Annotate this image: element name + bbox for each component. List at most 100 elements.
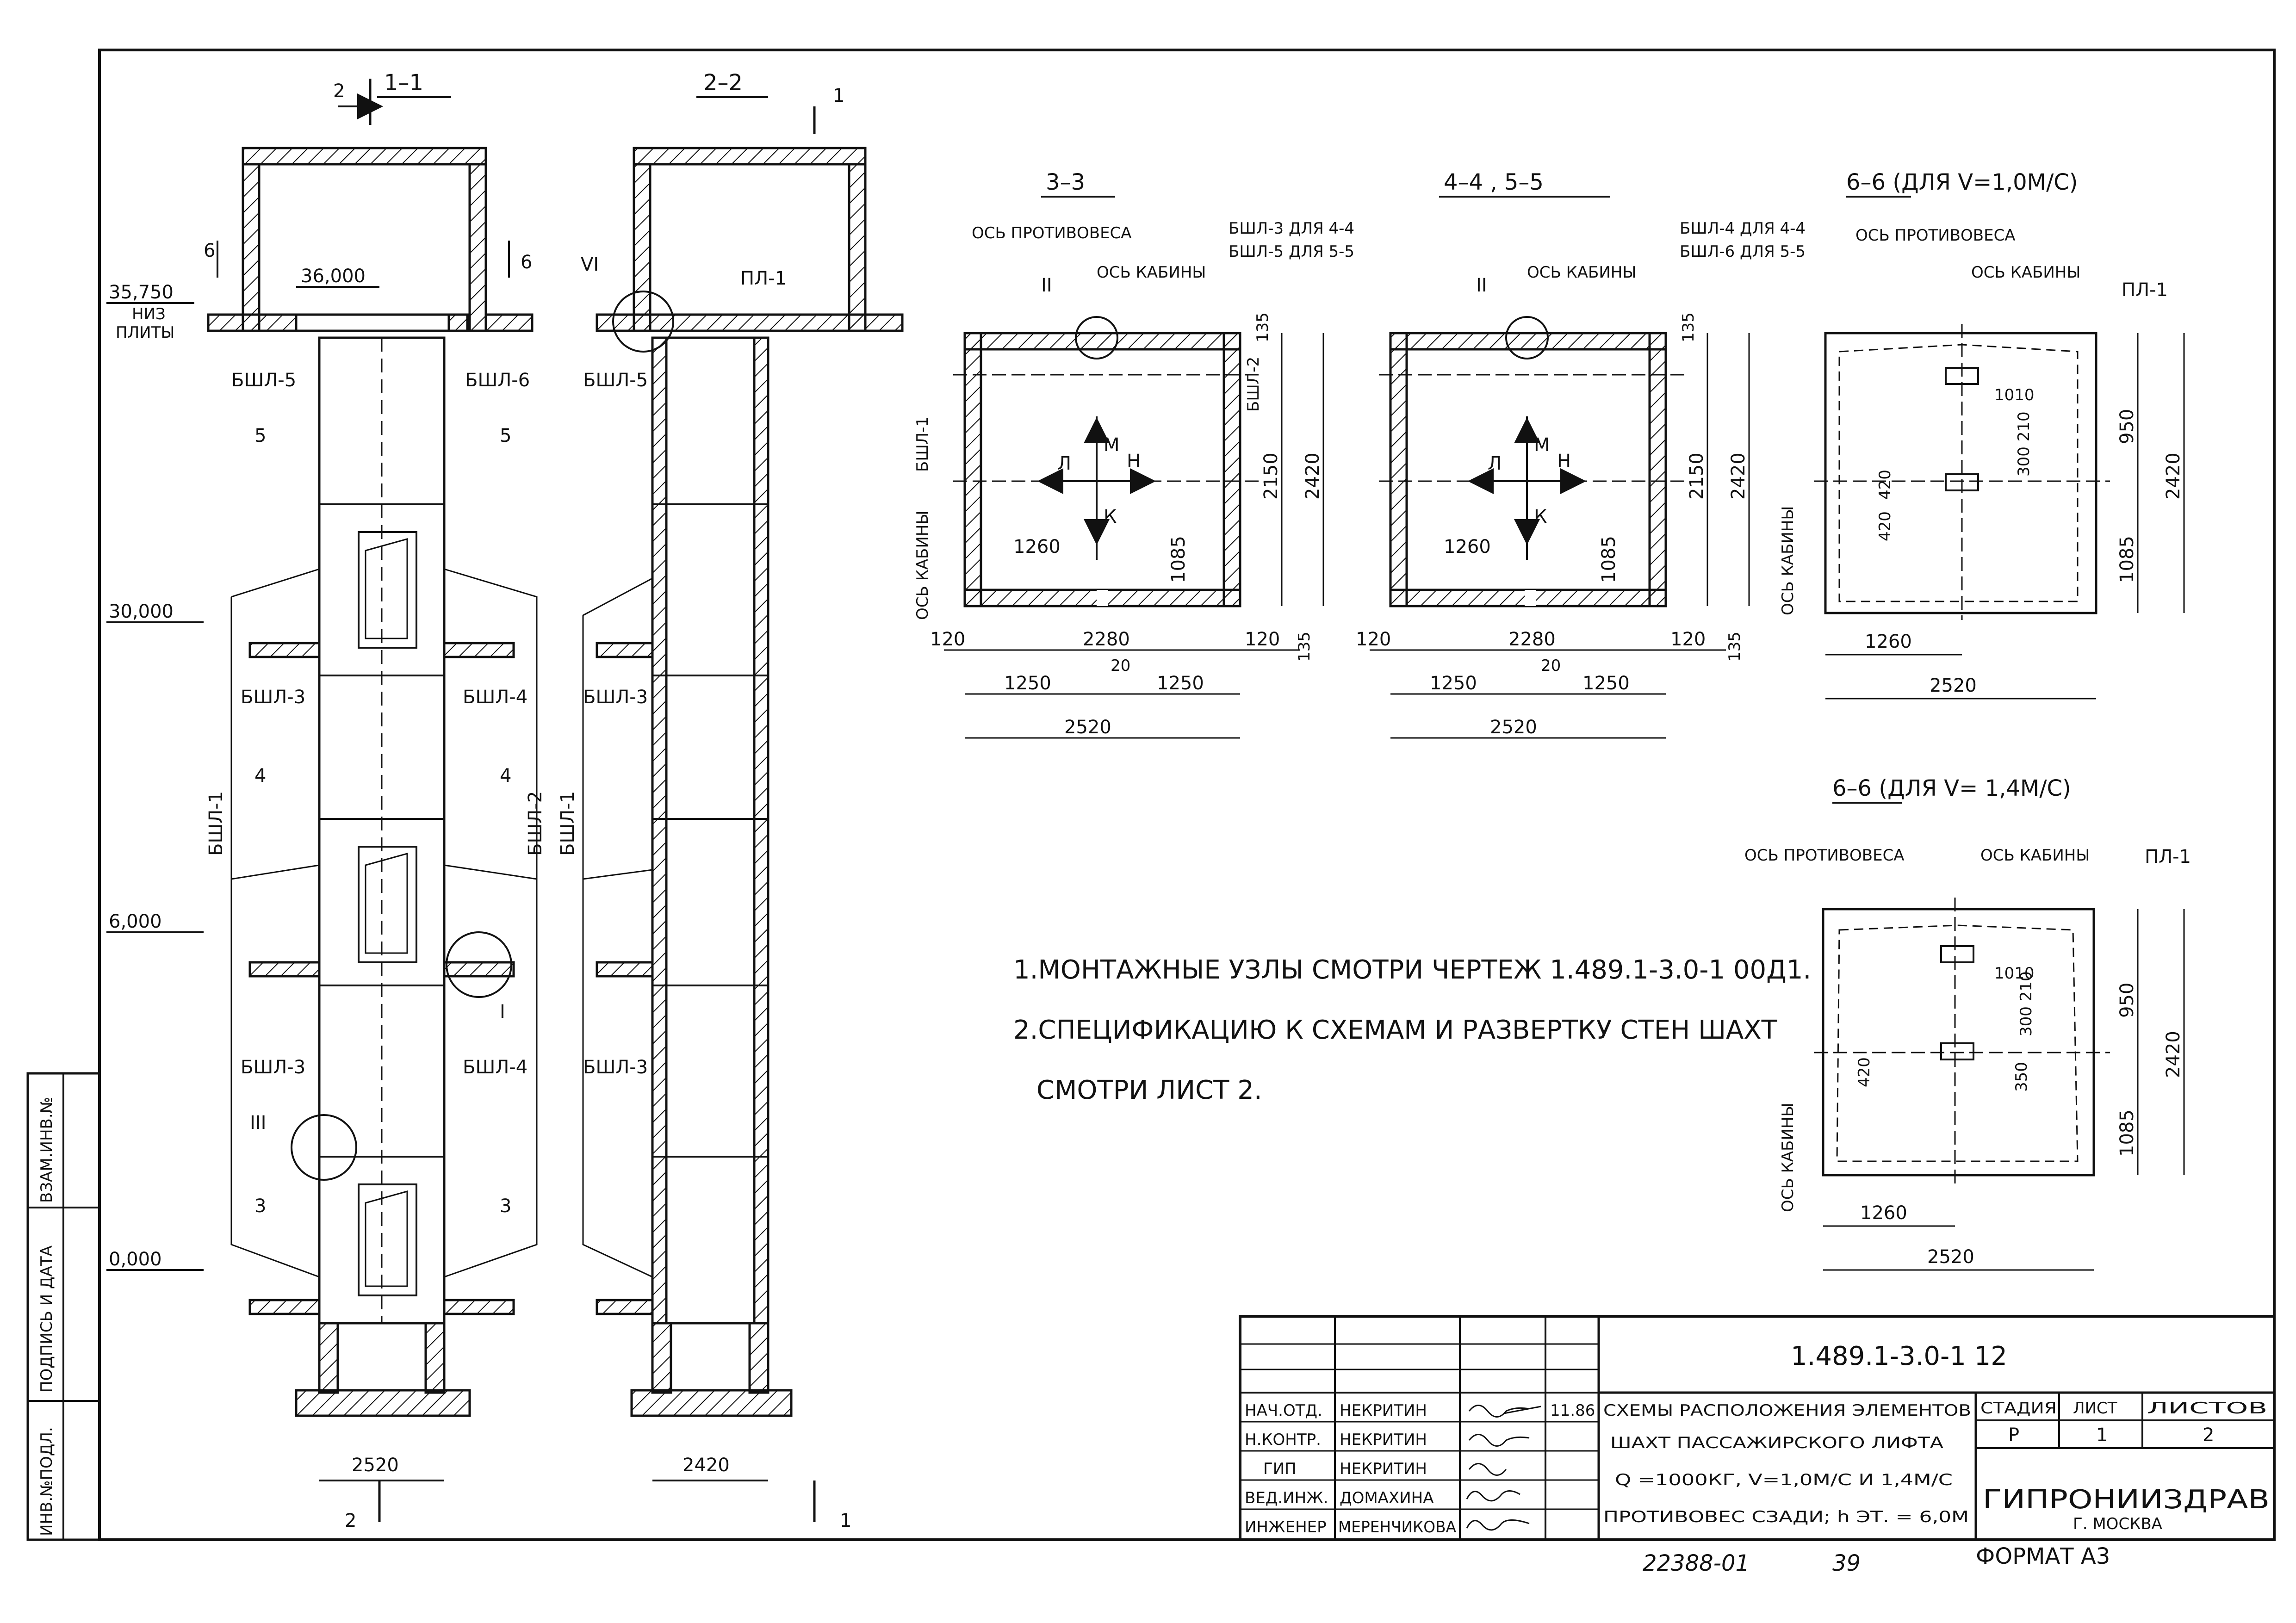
dim-2520-45: 2520 — [1490, 717, 1537, 738]
tb-name-2: НЕКРИТИН — [1340, 1460, 1427, 1478]
dim-420-66b: 420 — [1855, 1057, 1874, 1087]
dim-2420-33: 2420 — [1302, 452, 1323, 500]
axis-N-33: Н — [1127, 451, 1141, 472]
label-bsl5-section2: БШЛ-5 — [583, 370, 648, 391]
tb-title-line-4: ПРОТИВОВЕС СЗАДИ; h ЭТ. = 6,0М — [1603, 1508, 1969, 1526]
label-bsl3-section2-upper: БШЛ-3 — [583, 687, 648, 708]
dim-1010-66b: 1010 — [1994, 964, 2035, 983]
label-bsl1-33: БШЛ-1 — [913, 417, 932, 472]
level-35750: 35,750 — [109, 282, 174, 303]
dim-1085-33: 1085 — [1168, 536, 1189, 583]
plan-66a-title: 6–6 (ДЛЯ V=1,0М/С) — [1846, 169, 2078, 195]
tb-doc-number: 1.489.1-3.0-1 12 — [1791, 1341, 2007, 1371]
dim-420-66a-a: 420 — [1876, 470, 1894, 500]
plan-3-3-title: 3–3 — [1046, 169, 1085, 195]
dim-20-45: 20 — [1541, 657, 1561, 675]
sheet-border — [98, 49, 2276, 1541]
label-bsl4-upper: БШЛ-4 — [463, 687, 527, 708]
dim-950-66b: 950 — [2116, 983, 2138, 1018]
label-os-kabiny-66b-side: ОСЬ КАБИНЫ — [1779, 1103, 1797, 1212]
dim-2520-66b: 2520 — [1927, 1246, 1974, 1268]
dim-2520-66a: 2520 — [1930, 675, 1977, 696]
dim-1250-45-right: 1250 — [1582, 673, 1630, 694]
detail-marker-I: I — [500, 1001, 505, 1022]
cut-marker-1-top: 1 — [833, 85, 844, 106]
label-bsl2-33: БШЛ-2 — [1244, 357, 1263, 412]
dim-1250-33-left: 1250 — [1004, 673, 1051, 694]
dim-1260-45: 1260 — [1444, 536, 1491, 558]
dim-1085-45: 1085 — [1598, 536, 1620, 583]
cut-marker-2-top: 2 — [333, 81, 345, 102]
label-os-kabiny-33-side: ОСЬ КАБИНЫ — [913, 511, 932, 620]
tb-stage-header: СТАДИЯ — [1980, 1399, 2057, 1418]
cut-marker-3-left: 3 — [254, 1196, 266, 1217]
dim-950-66a: 950 — [2116, 409, 2138, 444]
dim-1-1-width: 2520 — [352, 1455, 399, 1476]
signature-3 — [1466, 1490, 1520, 1502]
dim-1250-33-right: 1250 — [1157, 673, 1204, 694]
signature-4 — [1466, 1519, 1530, 1531]
cut-marker-3-right: 3 — [500, 1196, 511, 1217]
level-36000: 36,000 — [301, 266, 366, 287]
tb-sheet-header: ЛИСТ — [2073, 1399, 2117, 1418]
axis-K-45: К — [1534, 506, 1547, 527]
plan-66b-title: 6–6 (ДЛЯ V= 1,4М/С) — [1832, 775, 2071, 801]
side-stamp: ИНВ.№ПОДЛ. ПОДПИСЬ И ДАТА ВЗАМ.ИНВ.№ — [26, 1072, 101, 1541]
level-plity: ПЛИТЫ — [116, 323, 174, 342]
dim-2520-33: 2520 — [1064, 717, 1111, 738]
label-pl1-section: ПЛ-1 — [740, 268, 787, 289]
notes: 1.МОНТАЖНЫЕ УЗЛЫ СМОТРИ ЧЕРТЕЖ 1.489.1-3… — [1013, 955, 1811, 1105]
section-1-1: 1–1 2 36,000 35,750 НИЗ ПЛИТЫ 6 6 — [106, 70, 546, 1531]
dim-300210-66a: 300 210 — [2015, 411, 2033, 477]
page-number: 39 — [1832, 1550, 1861, 1576]
label-bsl5-left: БШЛ-5 — [231, 370, 296, 391]
label-bsl1-section2: БШЛ-1 — [557, 791, 578, 856]
cut-marker-2-bottom: 2 — [345, 1510, 356, 1531]
signature-1 — [1468, 1434, 1530, 1447]
stamp-podpis: ПОДПИСЬ И ДАТА — [37, 1245, 56, 1393]
detail-marker-VI: VI — [581, 254, 599, 275]
label-os-kabiny-66a: ОСЬ КАБИНЫ — [1971, 263, 2080, 282]
dim-2420-66a: 2420 — [2163, 452, 2184, 500]
tb-org: ГИПРОНИИЗДРАВ — [1983, 1485, 2270, 1515]
dim-1010-66a: 1010 — [1994, 386, 2035, 404]
label-os-kabiny-45: ОСЬ КАБИНЫ — [1527, 263, 1636, 282]
dim-135-45-bottom: 135 — [1725, 632, 1744, 662]
dim-1250-45-left: 1250 — [1430, 673, 1477, 694]
plan-3-3: 3–3 II ОСЬ ПРОТИВОВЕСА ОСЬ КАБИНЫ БШЛ-3 … — [913, 169, 1354, 739]
level-6000: 6,000 — [109, 911, 162, 932]
cut-marker-6-left: 6 — [204, 240, 215, 261]
archive-number: 22388-01 — [1643, 1550, 1750, 1576]
dim-120-45-left: 120 — [1356, 629, 1391, 650]
tb-name-4: МЕРЕНЧИКОВА — [1338, 1518, 1456, 1536]
dim-135-33-bottom: 135 — [1295, 632, 1314, 662]
tb-name-3: ДОМАХИНА — [1340, 1489, 1433, 1507]
axis-N-45: Н — [1557, 451, 1571, 472]
dim-2420-66b: 2420 — [2163, 1031, 2184, 1078]
label-os-kabiny-33: ОСЬ КАБИНЫ — [1097, 263, 1206, 282]
label-bsl1: БШЛ-1 — [205, 791, 227, 856]
dim-2150-33: 2150 — [1260, 452, 1282, 500]
note-1: 1.МОНТАЖНЫЕ УЗЛЫ СМОТРИ ЧЕРТЕЖ 1.489.1-3… — [1013, 955, 1811, 985]
signature-0 — [1468, 1405, 1530, 1418]
tb-date: 11.86 — [1550, 1401, 1595, 1420]
tb-role-2: ГИП — [1263, 1460, 1297, 1478]
cut-marker-5-right: 5 — [500, 425, 511, 446]
note-2-cont: СМОТРИ ЛИСТ 2. — [1036, 1075, 1262, 1105]
cut-marker-4-right: 4 — [500, 765, 511, 787]
level-niz: НИЗ — [132, 305, 166, 323]
dim-135-33-top: 135 — [1253, 312, 1272, 342]
label-bsl5-55: БШЛ-5 ДЛЯ 5-5 — [1229, 242, 1354, 261]
tb-city: Г. МОСКВА — [2073, 1515, 2162, 1533]
tb-title-line-2: ШАХТ ПАССАЖИРСКОГО ЛИФТА — [1610, 1434, 1943, 1452]
section-1-1-title: 1–1 — [384, 70, 423, 96]
label-bsl4-lower: БШЛ-4 — [463, 1057, 527, 1078]
section-2-2-title: 2–2 — [703, 70, 743, 96]
label-os-protivovesa-33: ОСЬ ПРОТИВОВЕСА — [972, 224, 1132, 242]
axis-K-33: К — [1104, 506, 1117, 527]
tb-role-4: ИНЖЕНЕР — [1245, 1518, 1327, 1536]
tb-title-line-3: Q =1000КГ, V=1,0М/С И 1,4М/С — [1615, 1471, 1953, 1489]
section-2-2: 2–2 1 VI ПЛ-1 БШЛ-5 БШЛ-3 БШЛ-3 БШЛ-1 — [557, 70, 904, 1531]
dim-1260-66a: 1260 — [1865, 631, 1912, 652]
